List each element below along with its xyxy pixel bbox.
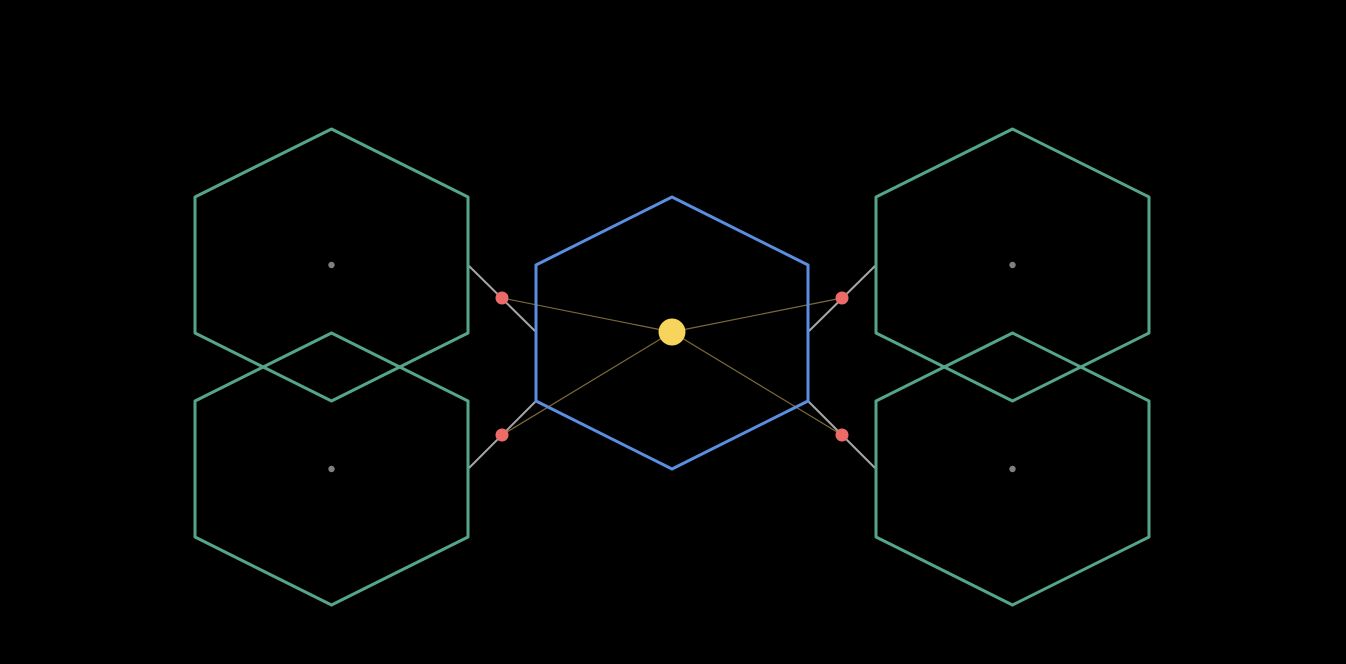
- center-node: [658, 318, 686, 346]
- junction-bottom-right: [835, 428, 849, 442]
- junction-top-right: [835, 291, 849, 305]
- guide-line-top-left: [501, 297, 673, 333]
- guide-lines: [501, 297, 843, 436]
- center-dot-bottom-left: [328, 465, 335, 473]
- hexagon-top-left: [193, 127, 470, 403]
- junction-dots: [495, 291, 849, 442]
- hexagon-center: [534, 195, 810, 471]
- center-dot-top-left: [328, 261, 335, 269]
- junction-top-left: [495, 291, 509, 305]
- junction-bottom-left: [495, 428, 509, 442]
- connector-lines: [467, 264, 877, 470]
- hexagon-bottom-right: [874, 331, 1151, 607]
- hexagon-bottom-left: [193, 331, 470, 607]
- center-dot-top-right: [1009, 261, 1016, 269]
- hexagon-center-dots: [328, 261, 1016, 473]
- hexagon-top-right: [874, 127, 1151, 403]
- guide-line-top-right: [671, 297, 843, 333]
- outer-hexagons: [193, 127, 1151, 607]
- center-dot-bottom-right: [1009, 465, 1016, 473]
- guide-line-bottom-left: [501, 331, 673, 436]
- guide-line-bottom-right: [671, 331, 843, 436]
